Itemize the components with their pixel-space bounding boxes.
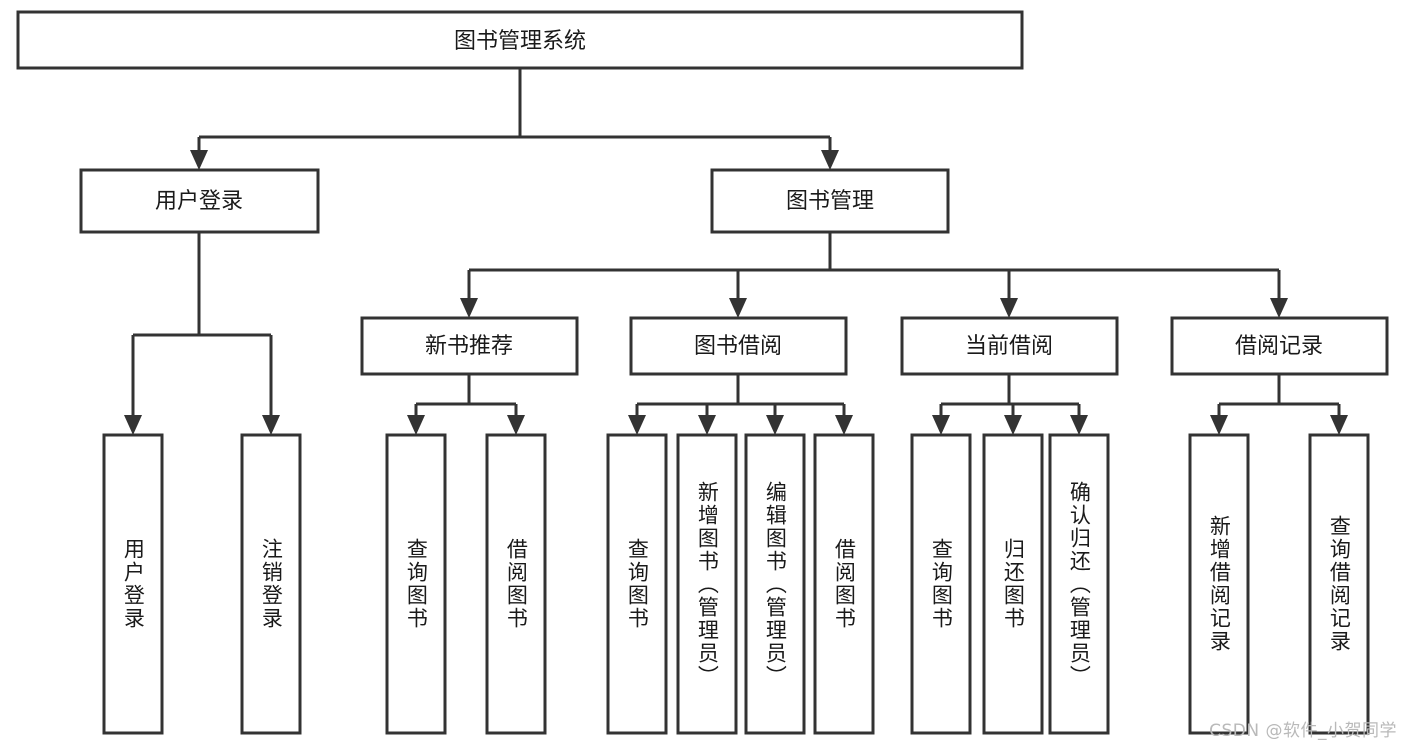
leaf-box-layer[interactable] xyxy=(102,433,1370,735)
node-leaf-logout-box[interactable] xyxy=(240,433,302,735)
node-leaf-query-book-1-box[interactable] xyxy=(385,433,447,735)
arrowhead-leaf-add-book xyxy=(698,415,716,435)
node-leaf-user-login-box[interactable] xyxy=(102,433,164,735)
node-user-login[interactable]: 用户登录 xyxy=(79,168,320,234)
node-leaf-return-book-box[interactable] xyxy=(982,433,1044,735)
node-book-borrow[interactable]: 图书借阅 xyxy=(629,316,848,376)
node-leaf-edit-book-box[interactable] xyxy=(744,433,806,735)
node-book-manage-label: 图书管理 xyxy=(786,189,874,214)
arrowhead-borrow-record xyxy=(1270,298,1288,318)
node-current-borrow[interactable]: 当前借阅 xyxy=(900,316,1119,376)
node-book-manage-box[interactable] xyxy=(710,168,950,234)
node-new-book-rec-label: 新书推荐 xyxy=(425,334,513,359)
node-leaf-query-book-2-box[interactable] xyxy=(606,433,668,735)
arrowhead-leaf-borrow-book-1 xyxy=(507,415,525,435)
node-root-label: 图书管理系统 xyxy=(454,29,586,54)
node-user-login-label: 用户登录 xyxy=(155,189,243,214)
arrowhead-book-borrow xyxy=(729,298,747,318)
arrowhead-new-book-rec xyxy=(460,298,478,318)
node-leaf-confirm-return-box[interactable] xyxy=(1048,433,1110,735)
node-book-manage[interactable]: 图书管理 xyxy=(710,168,950,234)
node-new-book-rec[interactable]: 新书推荐 xyxy=(360,316,579,376)
node-new-book-rec-box[interactable] xyxy=(360,316,579,376)
node-root-box[interactable] xyxy=(16,10,1024,70)
arrowhead-leaf-query-book-1 xyxy=(407,415,425,435)
arrowhead-book-manage xyxy=(821,150,839,170)
csdn-watermark: CSDN @软件_小贺同学 xyxy=(1209,721,1397,741)
arrowhead-leaf-query-record xyxy=(1330,415,1348,435)
node-leaf-add-book-box[interactable] xyxy=(676,433,738,735)
node-book-borrow-label: 图书借阅 xyxy=(694,334,782,359)
node-borrow-record-label: 借阅记录 xyxy=(1235,334,1323,359)
arrowhead-leaf-query-book-3 xyxy=(932,415,950,435)
node-root[interactable]: 图书管理系统 xyxy=(16,10,1024,70)
arrowhead-leaf-add-record xyxy=(1210,415,1228,435)
arrowhead-leaf-confirm-return xyxy=(1070,415,1088,435)
node-user-login-box[interactable] xyxy=(79,168,320,234)
node-borrow-record[interactable]: 借阅记录 xyxy=(1170,316,1389,376)
node-leaf-add-record-box[interactable] xyxy=(1188,433,1250,735)
node-current-borrow-label: 当前借阅 xyxy=(965,334,1053,359)
connector-layer xyxy=(124,68,1348,435)
node-current-borrow-box[interactable] xyxy=(900,316,1119,376)
node-borrow-record-box[interactable] xyxy=(1170,316,1389,376)
arrowhead-leaf-borrow-book-2 xyxy=(835,415,853,435)
node-book-borrow-box[interactable] xyxy=(629,316,848,376)
arrowhead-leaf-return-book xyxy=(1004,415,1022,435)
arrowhead-leaf-query-book-2 xyxy=(628,415,646,435)
node-leaf-query-book-3-box[interactable] xyxy=(910,433,972,735)
arrowhead-current-borrow xyxy=(1000,298,1018,318)
node-leaf-query-record-box[interactable] xyxy=(1308,433,1370,735)
arrowhead-leaf-edit-book xyxy=(766,415,784,435)
arrowhead-user-login xyxy=(190,150,208,170)
node-leaf-borrow-book-2-box[interactable] xyxy=(813,433,875,735)
arrowhead-leaf-logout xyxy=(262,415,280,435)
arrowhead-leaf-user-login xyxy=(124,415,142,435)
node-leaf-borrow-book-1-box[interactable] xyxy=(485,433,547,735)
